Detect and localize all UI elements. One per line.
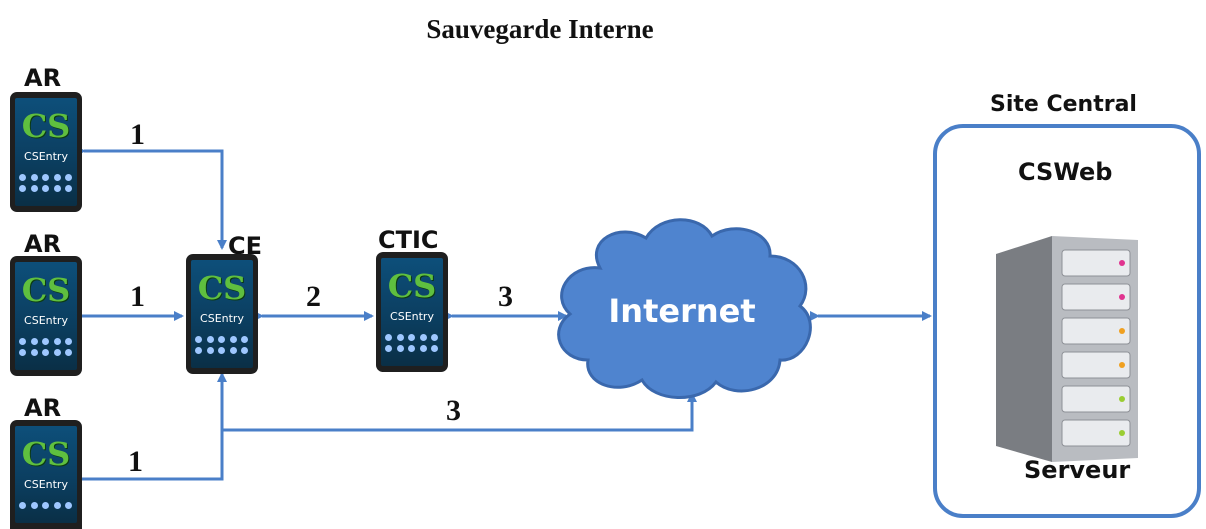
tablet-icon: CS CSEntry — [186, 254, 258, 374]
app-name: CSEntry — [200, 312, 244, 325]
arrow-ce-internet — [222, 392, 697, 432]
cloud-icon: Internet — [557, 218, 812, 399]
tablet-icon: CS CSEntry — [10, 92, 82, 212]
app-name: CSEntry — [24, 478, 68, 491]
site-central-box — [933, 124, 1201, 518]
tablet-icon: CS CSEntry — [10, 256, 82, 376]
link-number-ctic-internet: 3 — [498, 280, 513, 313]
site-central-title: Site Central — [990, 92, 1137, 117]
server-label: Serveur — [1024, 456, 1131, 484]
link-number-ar-bottom: 1 — [128, 445, 143, 478]
app-name: CSEntry — [390, 310, 434, 323]
app-logo: CS — [21, 271, 71, 309]
device-label-ar-mid: AR — [24, 230, 62, 258]
app-logo: CS — [387, 267, 437, 305]
internet-label: Internet — [608, 292, 755, 330]
app-name: CSEntry — [24, 314, 68, 327]
device-label-ar-top: AR — [24, 64, 62, 92]
device-label-ar-bottom: AR — [24, 394, 62, 422]
link-number-ce-internet: 3 — [446, 394, 461, 427]
arrow-ar-top-ce — [76, 146, 227, 250]
app-logo: CS — [21, 435, 71, 473]
app-logo: CS — [197, 269, 247, 307]
csweb-label: CSWeb — [1018, 158, 1113, 186]
app-logo: CS — [21, 107, 71, 145]
arrow-ar-bottom-ce — [70, 372, 227, 484]
tablet-icon: CS CSEntry — [376, 252, 448, 372]
link-number-ar-top: 1 — [130, 118, 145, 151]
tablet-icon: CS CSEntry — [10, 420, 82, 529]
app-name: CSEntry — [24, 150, 68, 163]
device-label-ctic: CTIC — [378, 226, 439, 254]
server-icon — [996, 236, 1138, 462]
diagram-title: Sauvegarde Interne — [426, 14, 654, 44]
link-number-ce-ctic: 2 — [306, 280, 321, 313]
link-number-ar-mid: 1 — [130, 280, 145, 313]
